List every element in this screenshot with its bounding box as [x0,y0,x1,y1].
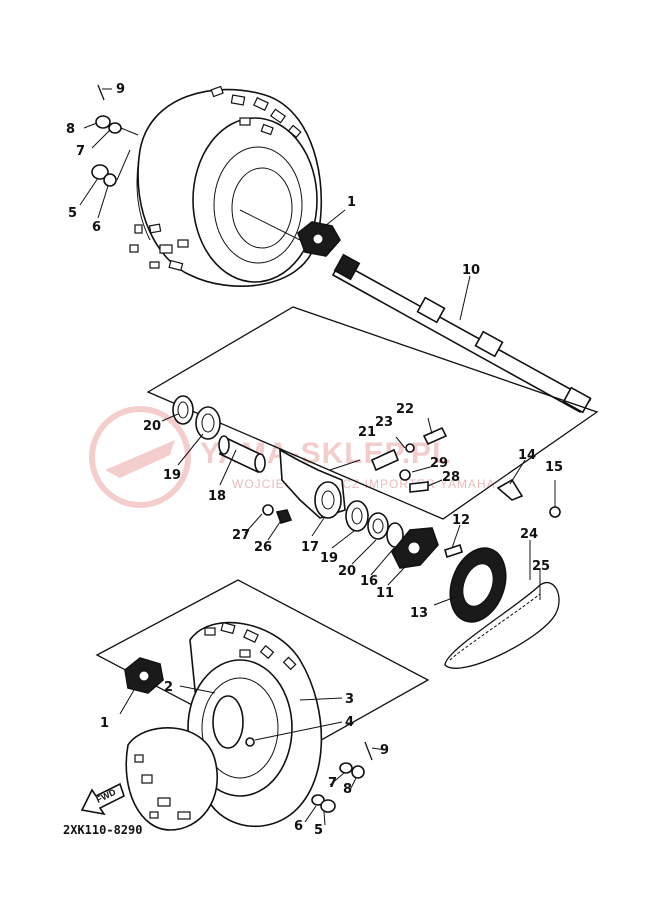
callout-20-mid: 20 [338,564,356,579]
callout-5-top: 5 [68,206,77,221]
callout-14: 14 [518,448,536,463]
callout-24: 24 [520,527,538,542]
callout-8-top: 8 [66,122,75,137]
callout-28: 28 [442,470,460,485]
drive-chain [444,582,560,669]
callout-7-top: 7 [76,144,85,159]
callout-7-bottom: 7 [328,776,337,791]
callout-21: 21 [358,425,376,440]
top-wheel [129,85,323,287]
callout-15: 15 [545,460,563,475]
callout-6-bottom: 6 [294,819,303,834]
callout-8-bottom: 8 [343,782,352,797]
callout-16: 16 [360,574,378,589]
callout-27: 27 [232,528,250,543]
leader-lines [79,88,556,826]
rear-sprocket [449,547,507,623]
callout-6-top: 6 [92,220,101,235]
callout-11: 11 [376,586,394,601]
watermark-logo [89,406,191,508]
watermark-logo-mark [105,440,175,478]
callout-19-left: 19 [163,468,181,483]
callout-3: 3 [345,692,354,707]
callout-labels: 9 8 7 5 6 1 10 20 19 18 22 23 21 29 28 1… [66,82,563,838]
assembly-frame [146,306,599,520]
callout-26: 26 [254,540,272,555]
diagram-code: 2XK110-8290 [63,823,142,837]
callout-18: 18 [208,489,226,504]
axle-assembly-parts [172,395,561,569]
callout-17: 17 [301,540,319,555]
callout-4: 4 [345,715,354,730]
callout-9-bottom: 9 [380,743,389,758]
top-hub [297,221,341,257]
callout-5-bottom: 5 [314,823,323,838]
callout-10: 10 [462,263,480,278]
callout-13: 13 [410,606,428,621]
callout-9-top: 9 [116,82,125,97]
callout-23: 23 [375,415,393,430]
rear-axle [331,253,592,414]
callout-2: 2 [164,680,173,695]
callout-12: 12 [452,513,470,528]
callout-1-bottom: 1 [100,716,109,731]
callout-22: 22 [396,402,414,417]
callout-25: 25 [532,559,550,574]
bottom-wheel [124,621,373,831]
callout-19-mid: 19 [320,551,338,566]
callout-29: 29 [430,456,448,471]
callout-1-top: 1 [347,195,356,210]
fwd-arrow: FWD [80,782,125,816]
top-fasteners [91,84,139,187]
callout-20-left: 20 [143,419,161,434]
